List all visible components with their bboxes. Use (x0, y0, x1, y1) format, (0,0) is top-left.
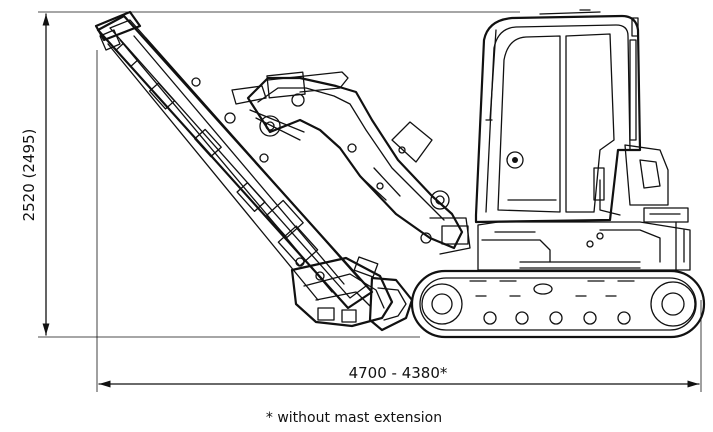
superstructure (477, 144, 691, 271)
height-dimension: 2520 (2495) (20, 11, 520, 338)
operator-cab (474, 9, 642, 224)
drilling-mast (94, 10, 414, 332)
footnote: * without mast extension (266, 410, 442, 426)
crawler-track (410, 269, 706, 339)
drilling-rig-drawing (94, 9, 706, 339)
length-dimension: 4700 - 4380* (96, 50, 702, 392)
length-label: 4700 - 4380* (349, 364, 448, 382)
height-label: 2520 (2495) (20, 129, 38, 222)
boom-arm (231, 71, 471, 255)
